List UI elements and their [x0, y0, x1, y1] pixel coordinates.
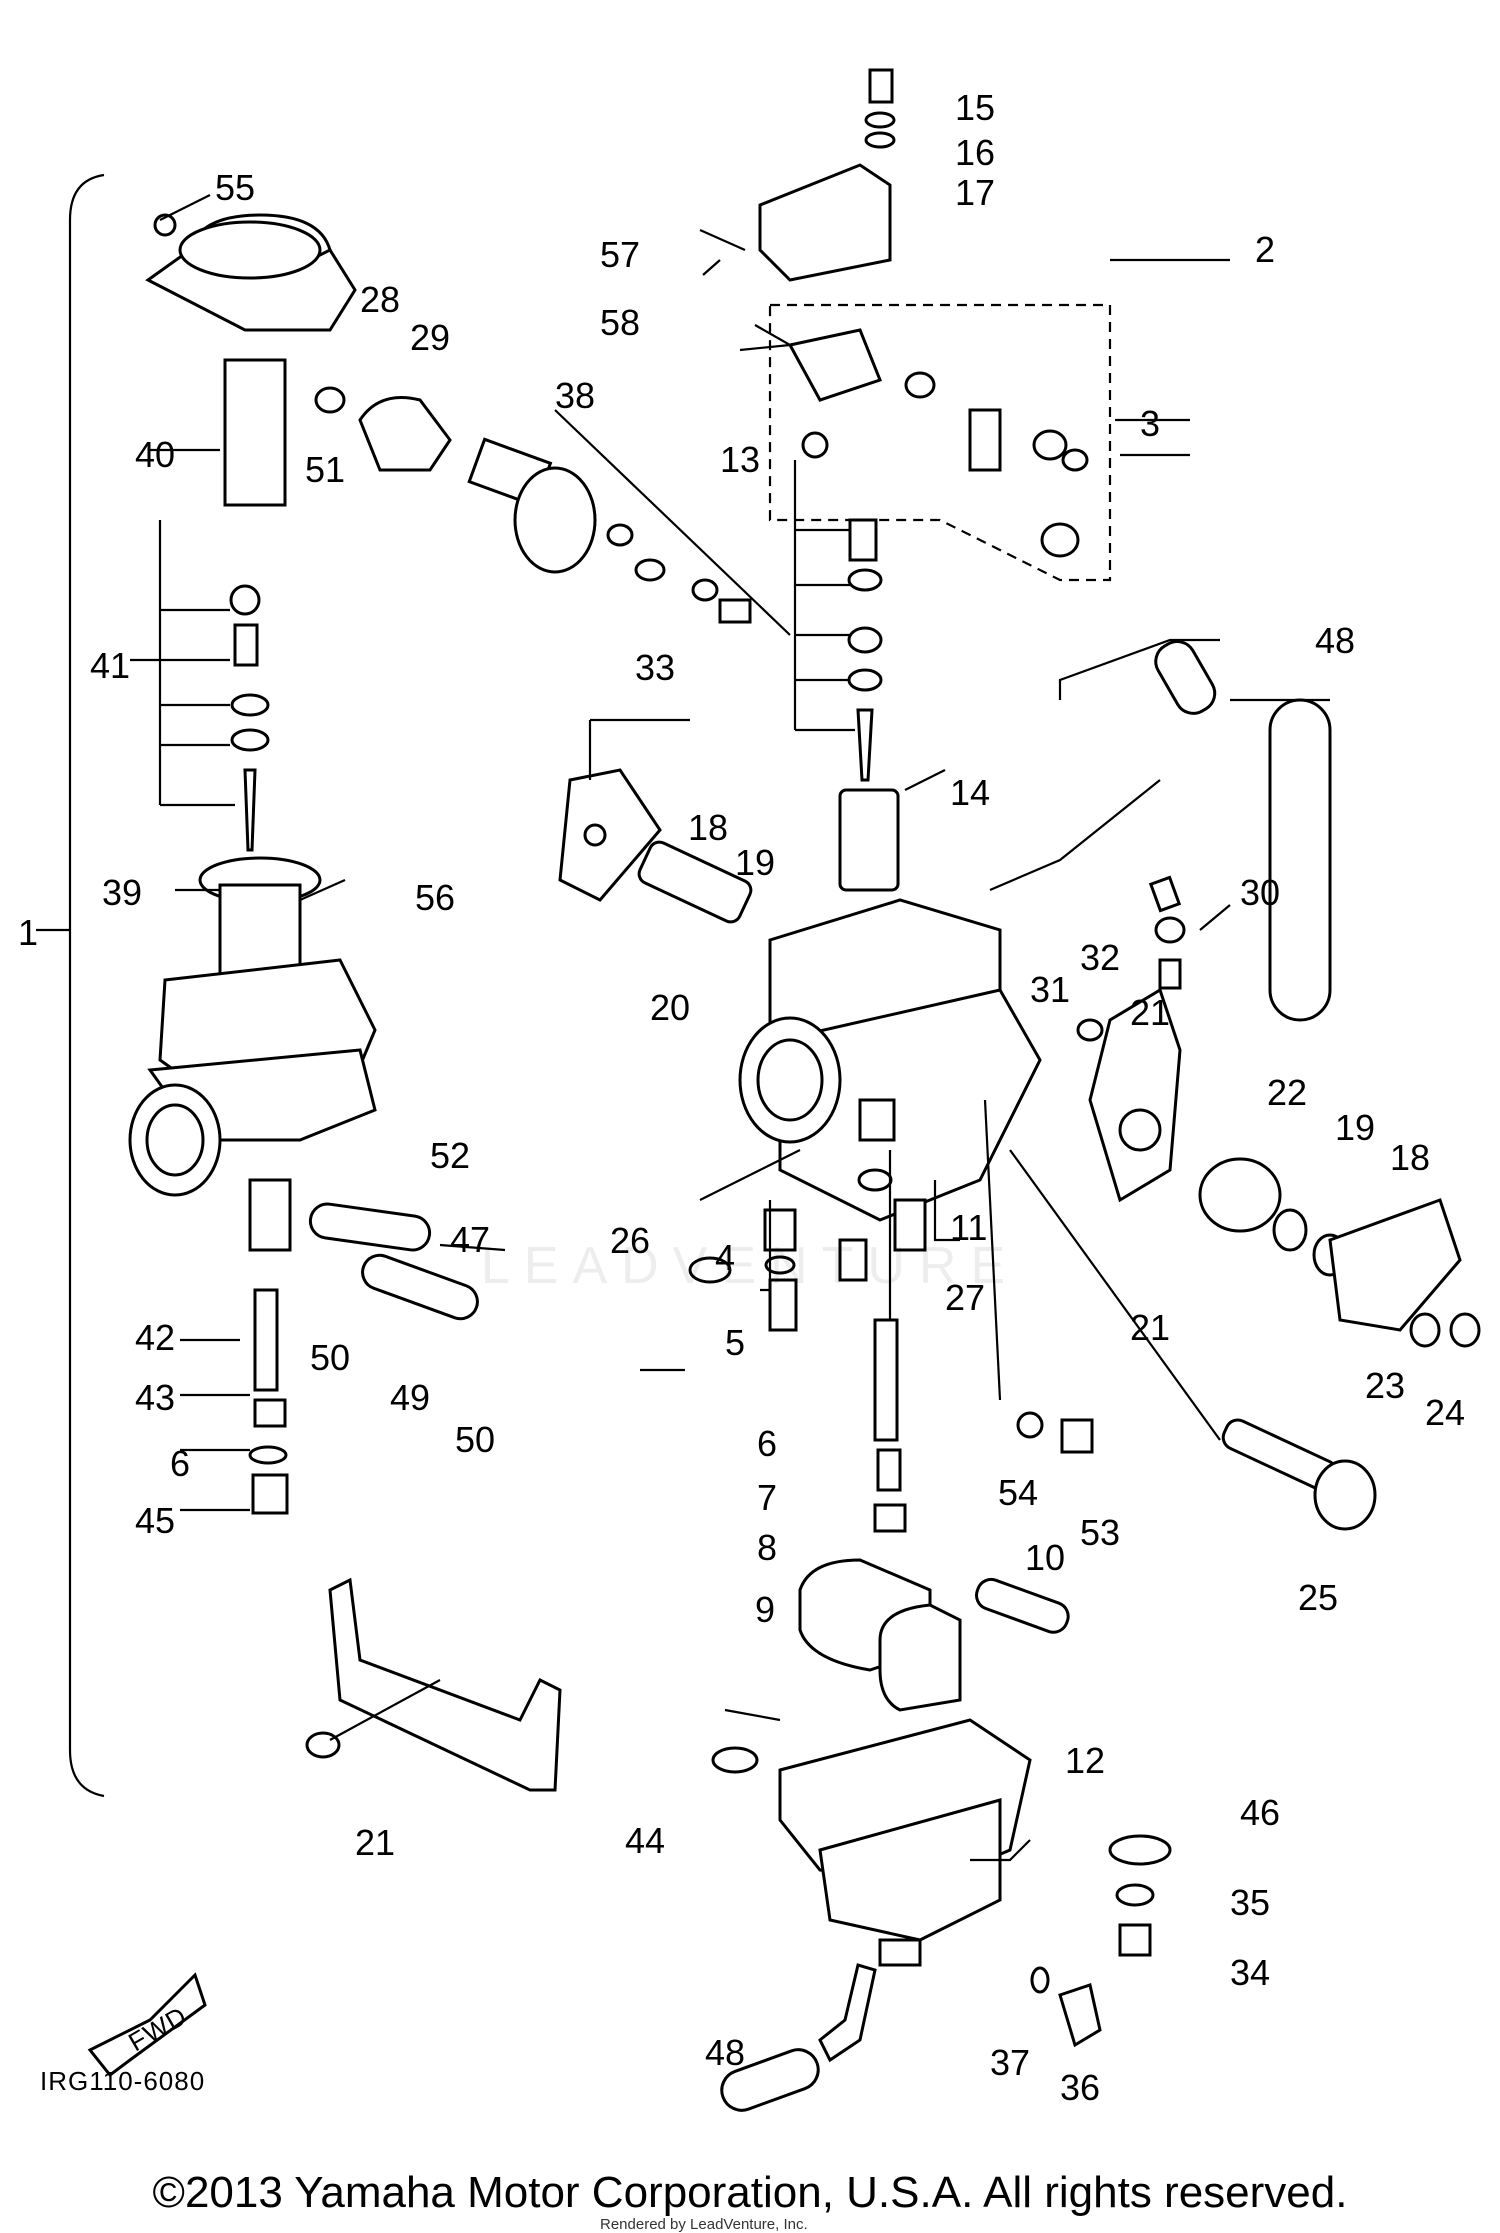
callout-51: 51 [305, 449, 345, 490]
assembly-bracket [68, 173, 105, 1798]
jet-parts-left [248, 1288, 289, 1515]
callout-37: 37 [990, 2042, 1030, 2083]
drain-hose-part [720, 1963, 877, 2112]
throttle-shaft-part [558, 768, 753, 924]
fwd-label: FWD [123, 2000, 192, 2057]
fwd-arrow-icon [87, 1972, 207, 2078]
float-bowl-part [778, 1718, 1032, 1967]
callout-4: 4 [715, 1237, 735, 1278]
callout-48a: 48 [1315, 620, 1355, 661]
callout-8: 8 [757, 1527, 777, 1568]
vent-hose-part [1154, 640, 1332, 1022]
callout-30: 30 [1240, 872, 1280, 913]
callout-55: 55 [215, 167, 255, 208]
callout-29: 29 [410, 317, 450, 358]
callout-15: 15 [955, 87, 995, 128]
mounting-bracket-part [305, 1577, 562, 1792]
callout-13: 13 [720, 439, 760, 480]
callout-25: 25 [1298, 1577, 1338, 1618]
callout-56: 56 [415, 877, 455, 918]
watermark: LEADVENTURE [480, 1237, 1020, 1295]
callout-53: 53 [1080, 1512, 1120, 1553]
callout-40: 40 [135, 434, 175, 475]
carb-body-left-part [128, 958, 377, 1252]
hose-parts-left [308, 1202, 479, 1321]
callout-36: 36 [1060, 2067, 1100, 2108]
callout-50b: 50 [455, 1419, 495, 1460]
callout-19a: 19 [735, 842, 775, 883]
bowl-small-parts [711, 1746, 1172, 2048]
spring-assembly-38 [467, 437, 752, 624]
callout-21c: 21 [1130, 992, 1170, 1033]
callout-1: 1 [18, 912, 38, 953]
throttle-cover-part [314, 386, 452, 472]
carb-body-main-part [738, 898, 1042, 1222]
top-cover-part [145, 213, 357, 332]
throttle-bracket-part [1076, 916, 1186, 1203]
callout-31: 31 [1030, 969, 1070, 1010]
callout-11: 11 [950, 1207, 987, 1248]
callout-44: 44 [625, 1820, 665, 1861]
top-cap-part [758, 68, 896, 282]
callout-5: 5 [725, 1322, 745, 1363]
callout-54: 54 [998, 1472, 1038, 1513]
callout-28: 28 [360, 279, 400, 320]
valve-block-parts [787, 328, 1089, 558]
callout-58: 58 [600, 302, 640, 343]
drawing-code: IRG110-6080 [40, 2066, 205, 2096]
jet-parts-center [688, 1168, 1094, 1533]
callout-39: 39 [102, 872, 142, 913]
copyright-notice: ©2013 Yamaha Motor Corporation, U.S.A. A… [152, 2168, 1348, 2217]
callout-45: 45 [135, 1500, 175, 1541]
callout-12: 12 [1065, 1740, 1105, 1781]
callout-3: 3 [1140, 403, 1160, 444]
callout-9: 9 [755, 1589, 775, 1630]
callout-6a: 6 [757, 1423, 777, 1464]
callout-46: 46 [1240, 1792, 1280, 1833]
cable-bracket-part [1148, 875, 1182, 990]
callout-57: 57 [600, 234, 640, 275]
needle-stack-part [229, 584, 270, 852]
callout-21a: 21 [1130, 1307, 1170, 1348]
callout-6b: 6 [170, 1443, 190, 1484]
callout-41: 41 [90, 645, 130, 686]
render-credit: Rendered by LeadVenture, Inc. [600, 2216, 808, 2233]
callout-52: 52 [430, 1135, 470, 1176]
callout-43: 43 [135, 1377, 175, 1418]
float-part [798, 1558, 1070, 1712]
callout-16: 16 [955, 132, 995, 173]
callout-50a: 50 [310, 1337, 350, 1378]
callout-18a: 18 [688, 807, 728, 848]
valve-block-group [768, 303, 1112, 582]
spring-part [223, 358, 287, 507]
callout-35: 35 [1230, 1882, 1270, 1923]
callout-47: 47 [450, 1219, 490, 1260]
throttle-stop-screw-part [1221, 1418, 1377, 1531]
callout-17: 17 [955, 172, 995, 213]
callout-38: 38 [555, 375, 595, 416]
callout-19b: 19 [1335, 1107, 1375, 1148]
callout-33: 33 [635, 647, 675, 688]
callout-24: 24 [1425, 1392, 1465, 1433]
callout-48b: 48 [705, 2032, 745, 2073]
callout-20: 20 [650, 987, 690, 1028]
callout-27: 27 [945, 1277, 985, 1318]
callout-26: 26 [610, 1220, 650, 1261]
callout-49: 49 [390, 1377, 430, 1418]
callout-23: 23 [1365, 1365, 1405, 1406]
callout-7: 7 [757, 1477, 777, 1518]
callout-14: 14 [950, 772, 990, 813]
callout-34: 34 [1230, 1952, 1270, 1993]
callout-22: 22 [1267, 1072, 1307, 1113]
callout-42: 42 [135, 1317, 175, 1358]
callout-21b: 21 [355, 1822, 395, 1863]
needle-stack-center [801, 431, 900, 892]
callout-18b: 18 [1390, 1137, 1430, 1178]
lever-spring-part [1198, 1157, 1481, 1348]
callout-10: 10 [1025, 1537, 1065, 1578]
callout-2: 2 [1255, 229, 1275, 270]
callout-32: 32 [1080, 937, 1120, 978]
